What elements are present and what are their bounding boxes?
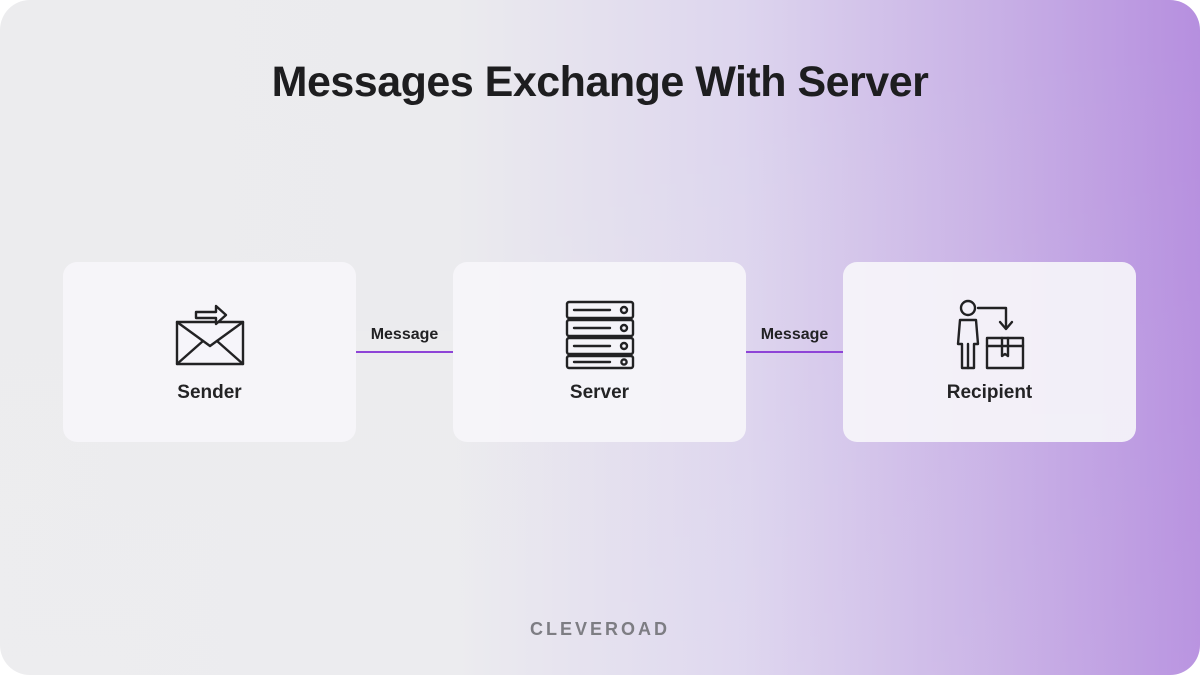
connector-label-2: Message xyxy=(760,326,829,343)
recipient-label: Recipient xyxy=(946,382,1033,403)
sender-node: Sender xyxy=(63,262,356,442)
connector-label-1: Message xyxy=(370,326,439,343)
connector-sender-server xyxy=(356,351,453,353)
sender-label: Sender xyxy=(177,382,242,403)
diagram-title: Messages Exchange With Server xyxy=(271,58,929,106)
person-receive-box-icon xyxy=(956,299,1025,370)
server-label: Server xyxy=(569,382,630,403)
recipient-node: Recipient xyxy=(843,262,1136,442)
server-rack-icon xyxy=(565,300,635,370)
server-node: Server xyxy=(453,262,746,442)
envelope-send-icon xyxy=(175,304,245,366)
connector-server-recipient xyxy=(746,351,843,353)
brand-logo: CLEVEROAD xyxy=(529,619,670,639)
